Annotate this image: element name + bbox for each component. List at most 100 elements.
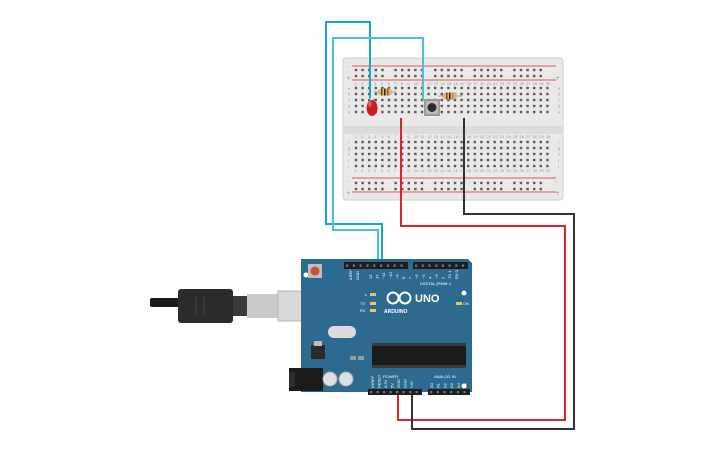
terminal-hole[interactable] — [460, 164, 463, 168]
terminal-hole[interactable] — [387, 110, 391, 114]
terminal-hole[interactable] — [354, 92, 358, 96]
terminal-hole[interactable] — [374, 98, 377, 102]
rail-hole[interactable] — [493, 74, 496, 78]
rail-hole[interactable] — [519, 68, 523, 72]
rail-hole[interactable] — [434, 187, 437, 191]
rail-hole[interactable] — [486, 181, 490, 185]
terminal-hole[interactable] — [427, 164, 430, 168]
terminal-hole[interactable] — [453, 140, 457, 144]
terminal-hole[interactable] — [473, 92, 476, 96]
terminal-hole[interactable] — [361, 146, 364, 150]
digital-pin[interactable] — [346, 264, 349, 267]
terminal-hole[interactable] — [440, 152, 443, 156]
terminal-hole[interactable] — [447, 158, 450, 162]
rail-hole[interactable] — [407, 187, 410, 191]
terminal-hole[interactable] — [526, 152, 529, 156]
digital-pin[interactable] — [428, 264, 431, 267]
terminal-hole[interactable] — [546, 152, 549, 156]
terminal-hole[interactable] — [486, 140, 490, 144]
rail-hole[interactable] — [500, 68, 503, 72]
rail-hole[interactable] — [533, 68, 536, 72]
terminal-hole[interactable] — [546, 104, 549, 108]
terminal-hole[interactable] — [539, 104, 542, 108]
terminal-hole[interactable] — [381, 146, 384, 150]
terminal-hole[interactable] — [407, 104, 410, 108]
terminal-hole[interactable] — [500, 86, 503, 90]
terminal-hole[interactable] — [533, 164, 536, 168]
terminal-hole[interactable] — [394, 98, 397, 102]
power-pin[interactable] — [389, 391, 392, 394]
digital-pin[interactable] — [435, 264, 438, 267]
terminal-hole[interactable] — [414, 110, 417, 114]
terminal-hole[interactable] — [440, 140, 443, 144]
terminal-hole[interactable] — [434, 164, 437, 168]
rail-hole[interactable] — [374, 68, 377, 72]
terminal-hole[interactable] — [486, 158, 490, 162]
terminal-hole[interactable] — [394, 152, 397, 156]
rail-hole[interactable] — [381, 68, 384, 72]
terminal-hole[interactable] — [394, 104, 397, 108]
rail-hole[interactable] — [460, 187, 463, 191]
terminal-hole[interactable] — [401, 140, 404, 144]
terminal-hole[interactable] — [420, 164, 424, 168]
rail-hole[interactable] — [434, 74, 437, 78]
terminal-hole[interactable] — [467, 104, 470, 108]
terminal-hole[interactable] — [473, 98, 476, 102]
rail-hole[interactable] — [447, 74, 450, 78]
terminal-hole[interactable] — [493, 140, 496, 144]
terminal-hole[interactable] — [526, 146, 529, 150]
terminal-hole[interactable] — [407, 158, 410, 162]
digital-pin[interactable] — [448, 264, 451, 267]
terminal-hole[interactable] — [460, 152, 463, 156]
terminal-hole[interactable] — [453, 152, 457, 156]
terminal-hole[interactable] — [480, 92, 483, 96]
terminal-hole[interactable] — [407, 146, 410, 150]
rail-hole[interactable] — [420, 187, 424, 191]
rail-hole[interactable] — [414, 74, 417, 78]
rail-hole[interactable] — [526, 68, 529, 72]
terminal-hole[interactable] — [440, 104, 443, 108]
terminal-hole[interactable] — [533, 140, 536, 144]
terminal-hole[interactable] — [354, 110, 358, 114]
rail-hole[interactable] — [381, 187, 384, 191]
terminal-hole[interactable] — [480, 140, 483, 144]
terminal-hole[interactable] — [440, 110, 443, 114]
rail-hole[interactable] — [500, 181, 503, 185]
power-pin[interactable] — [415, 391, 418, 394]
rail-hole[interactable] — [361, 187, 364, 191]
terminal-hole[interactable] — [420, 146, 424, 150]
wire-red-5v[interactable] — [397, 118, 566, 421]
resistor-2[interactable] — [438, 92, 462, 100]
rail-hole[interactable] — [486, 74, 490, 78]
digital-pin[interactable] — [415, 264, 418, 267]
terminal-hole[interactable] — [473, 104, 476, 108]
usb-cable[interactable] — [150, 289, 311, 323]
terminal-hole[interactable] — [473, 86, 476, 90]
terminal-hole[interactable] — [374, 164, 377, 168]
terminal-hole[interactable] — [506, 92, 509, 96]
rail-hole[interactable] — [533, 181, 536, 185]
terminal-hole[interactable] — [519, 164, 523, 168]
terminal-hole[interactable] — [539, 110, 542, 114]
rail-hole[interactable] — [447, 68, 450, 72]
rail-hole[interactable] — [473, 181, 476, 185]
rail-hole[interactable] — [381, 74, 384, 78]
power-pin[interactable] — [370, 391, 373, 394]
terminal-hole[interactable] — [513, 86, 516, 90]
rail-hole[interactable] — [480, 74, 483, 78]
rail-hole[interactable] — [447, 187, 450, 191]
terminal-hole[interactable] — [519, 152, 523, 156]
terminal-hole[interactable] — [539, 158, 542, 162]
rail-hole[interactable] — [394, 68, 397, 72]
terminal-hole[interactable] — [440, 86, 443, 90]
rail-hole[interactable] — [473, 68, 476, 72]
terminal-hole[interactable] — [486, 152, 490, 156]
terminal-hole[interactable] — [420, 152, 424, 156]
terminal-hole[interactable] — [467, 152, 470, 156]
wire-black-gnd[interactable] — [411, 118, 575, 430]
terminal-hole[interactable] — [513, 92, 516, 96]
terminal-hole[interactable] — [493, 92, 496, 96]
wire-lightteal-pin-button[interactable] — [332, 37, 424, 266]
terminal-hole[interactable] — [533, 92, 536, 96]
terminal-hole[interactable] — [368, 146, 371, 150]
